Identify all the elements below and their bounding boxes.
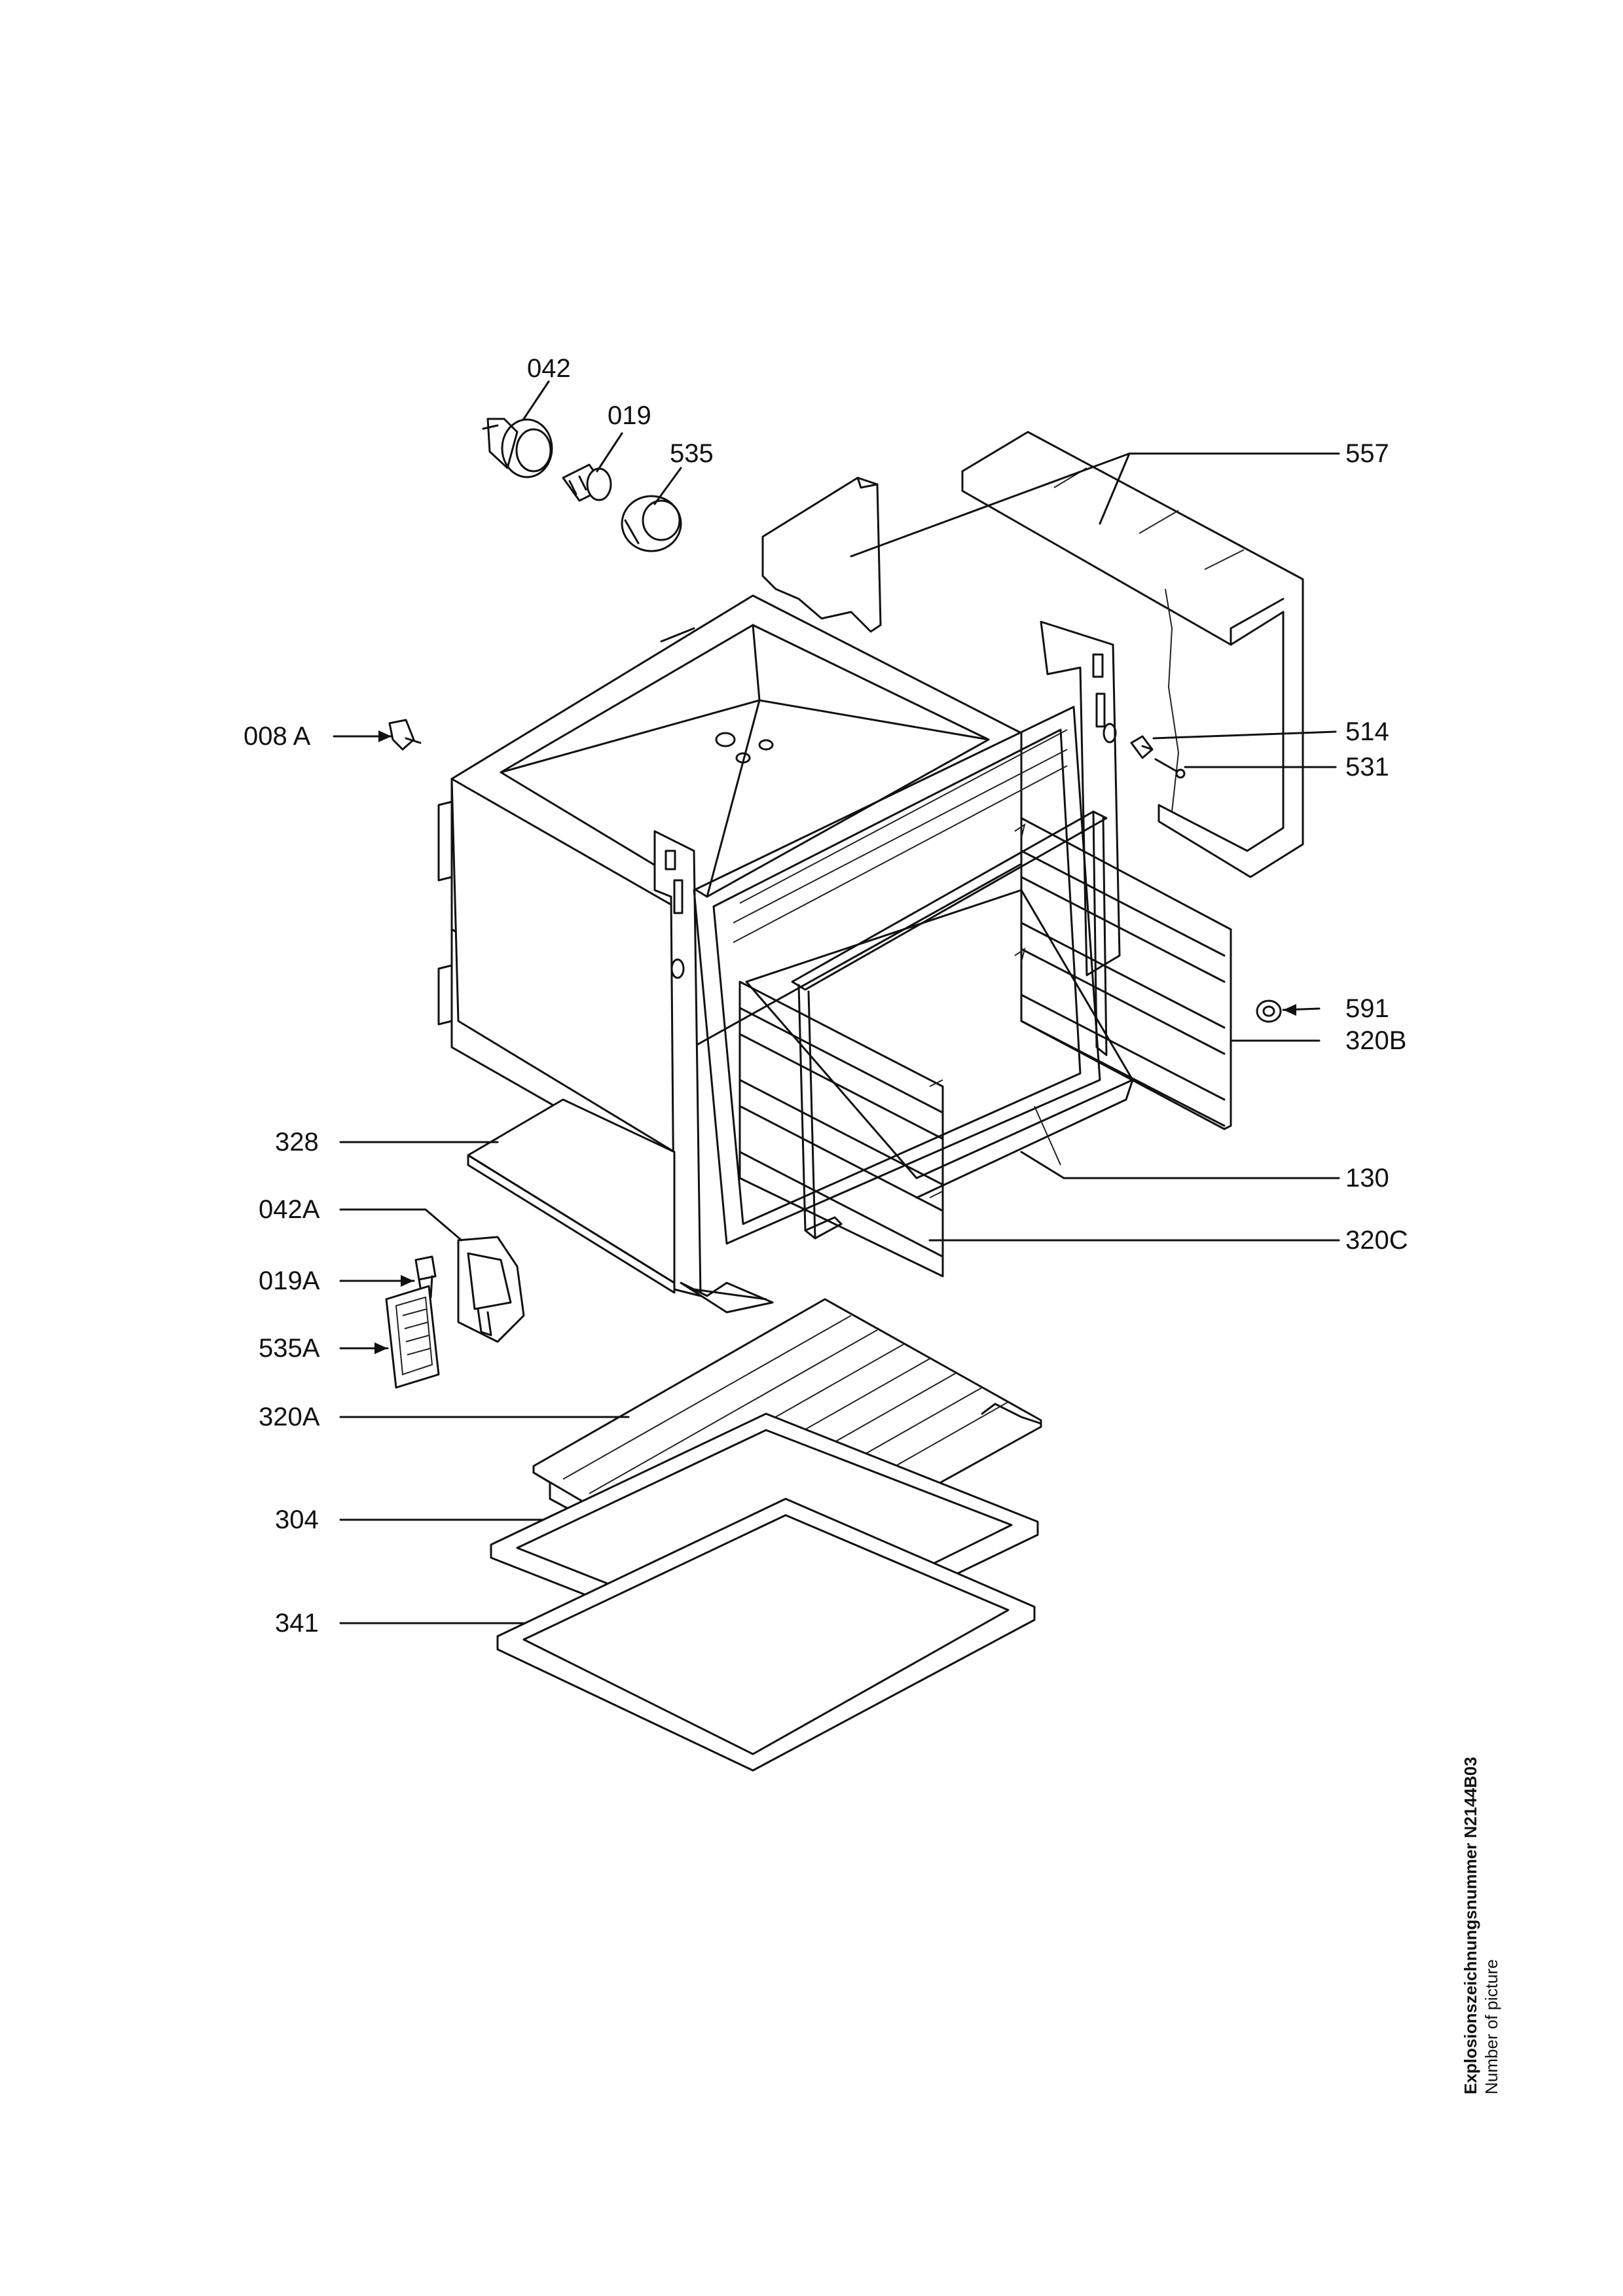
- side-lamp-assembly-042a: [457, 1236, 525, 1343]
- bottom-plate-328: [467, 1098, 676, 1294]
- label-130: 130: [1345, 1164, 1389, 1193]
- side-lamp-cover-535a: [385, 1285, 440, 1389]
- label-341: 341: [275, 1609, 319, 1638]
- leader-lines: [333, 380, 1340, 1624]
- label-019: 019: [608, 401, 651, 430]
- drip-pan-341: [496, 1498, 1036, 1772]
- label-320b: 320B: [1345, 1026, 1407, 1055]
- label-019a: 019A: [259, 1266, 320, 1295]
- screw-514: [1130, 735, 1154, 759]
- heating-element-130: [791, 810, 1108, 1240]
- bulb-019: [562, 463, 612, 502]
- label-320a: 320A: [259, 1403, 320, 1431]
- part-008a: [388, 719, 422, 751]
- label-535a: 535A: [259, 1334, 320, 1363]
- label-042a: 042A: [259, 1195, 320, 1224]
- caption-line-1: Explosionszeichnungsnummer N2144B03: [1461, 1757, 1480, 2094]
- oven-cavity-body: [437, 594, 1134, 1314]
- label-535: 535: [670, 439, 714, 468]
- nut-591: [1256, 999, 1282, 1023]
- label-008a: 008 A: [244, 722, 311, 751]
- screw-531: [1154, 758, 1186, 779]
- label-557: 557: [1345, 439, 1389, 468]
- label-320c: 320C: [1345, 1226, 1408, 1255]
- label-514: 514: [1345, 717, 1389, 746]
- picture-number-caption: Explosionszeichnungsnummer N2144B03 Numb…: [1460, 1309, 1502, 2094]
- lamp-cover-535: [621, 495, 682, 552]
- side-rack-320b: [1014, 817, 1232, 1130]
- side-rack-320c: [739, 980, 944, 1278]
- label-531: 531: [1345, 753, 1389, 781]
- label-328: 328: [275, 1128, 319, 1157]
- caption-line-2: Number of picture: [1482, 1959, 1501, 2094]
- label-042: 042: [527, 354, 571, 383]
- lamp-holder-042: [482, 418, 553, 478]
- label-304: 304: [275, 1505, 319, 1534]
- leader-arrowheads: [374, 730, 1296, 1354]
- label-591: 591: [1345, 994, 1389, 1023]
- insulation-557: [761, 431, 1304, 878]
